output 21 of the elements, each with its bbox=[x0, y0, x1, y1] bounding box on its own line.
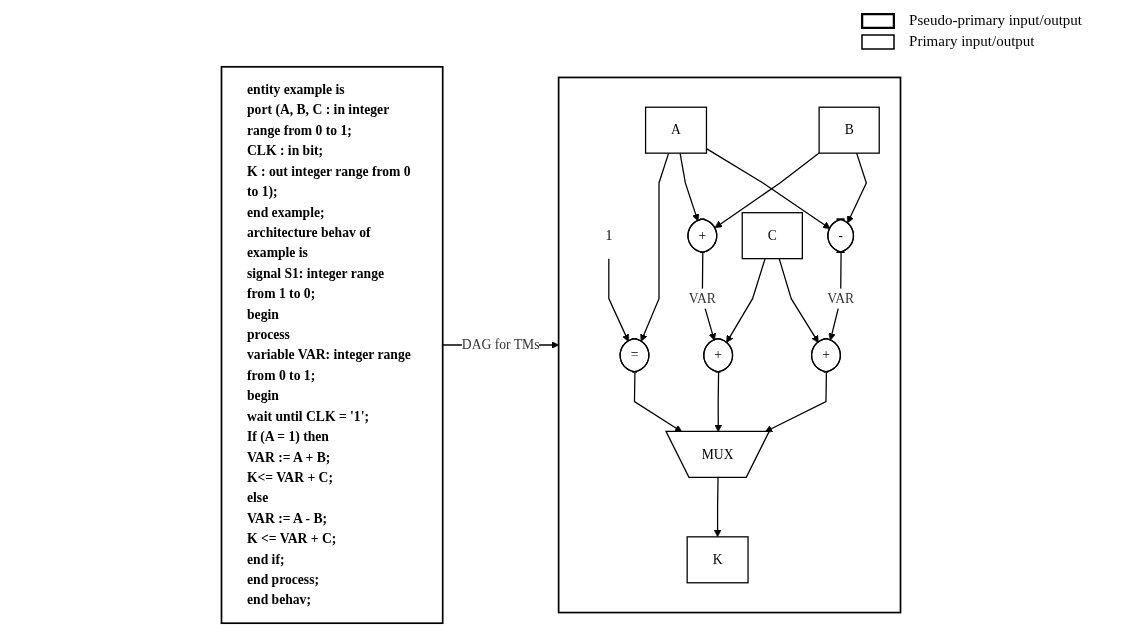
arrow bbox=[778, 258, 819, 343]
arrow bbox=[846, 152, 867, 224]
edge-label: VAR bbox=[827, 290, 855, 306]
arrow bbox=[714, 152, 820, 229]
cluster bbox=[557, 76, 902, 614]
node-box: A bbox=[644, 106, 708, 154]
arrow bbox=[713, 477, 722, 538]
edge-label: DAG for TMs bbox=[461, 337, 540, 352]
node-text: 1 bbox=[605, 228, 613, 243]
node-box: C bbox=[741, 212, 803, 260]
arrow bbox=[640, 152, 670, 342]
arrow bbox=[764, 371, 828, 433]
edge-label: VAR bbox=[688, 290, 716, 306]
arrow bbox=[608, 258, 630, 342]
node-box: K bbox=[686, 536, 749, 584]
arrow bbox=[679, 152, 700, 222]
node-box: entity example is port (A, B, C : in integer range from 0 to 1; CLK : in bit; K : out integer range from 0 to 1); end example; architecture behav of example is signal S1: integer range from 1 to 0; begin process variable VAR: integer range from 0 to 1; begin wait until CLK = '1'; If (A = 1) then VAR := A + B; K<= VAR + C; else VAR := A - B; K <= VAR + C; end if; end process; end behav; bbox=[220, 65, 444, 625]
arrow bbox=[726, 258, 766, 343]
legend-label: Pseudo-primary input/output bbox=[909, 12, 1082, 29]
node-box: B bbox=[818, 106, 880, 154]
legend-label: Primary input/output bbox=[909, 33, 1035, 50]
